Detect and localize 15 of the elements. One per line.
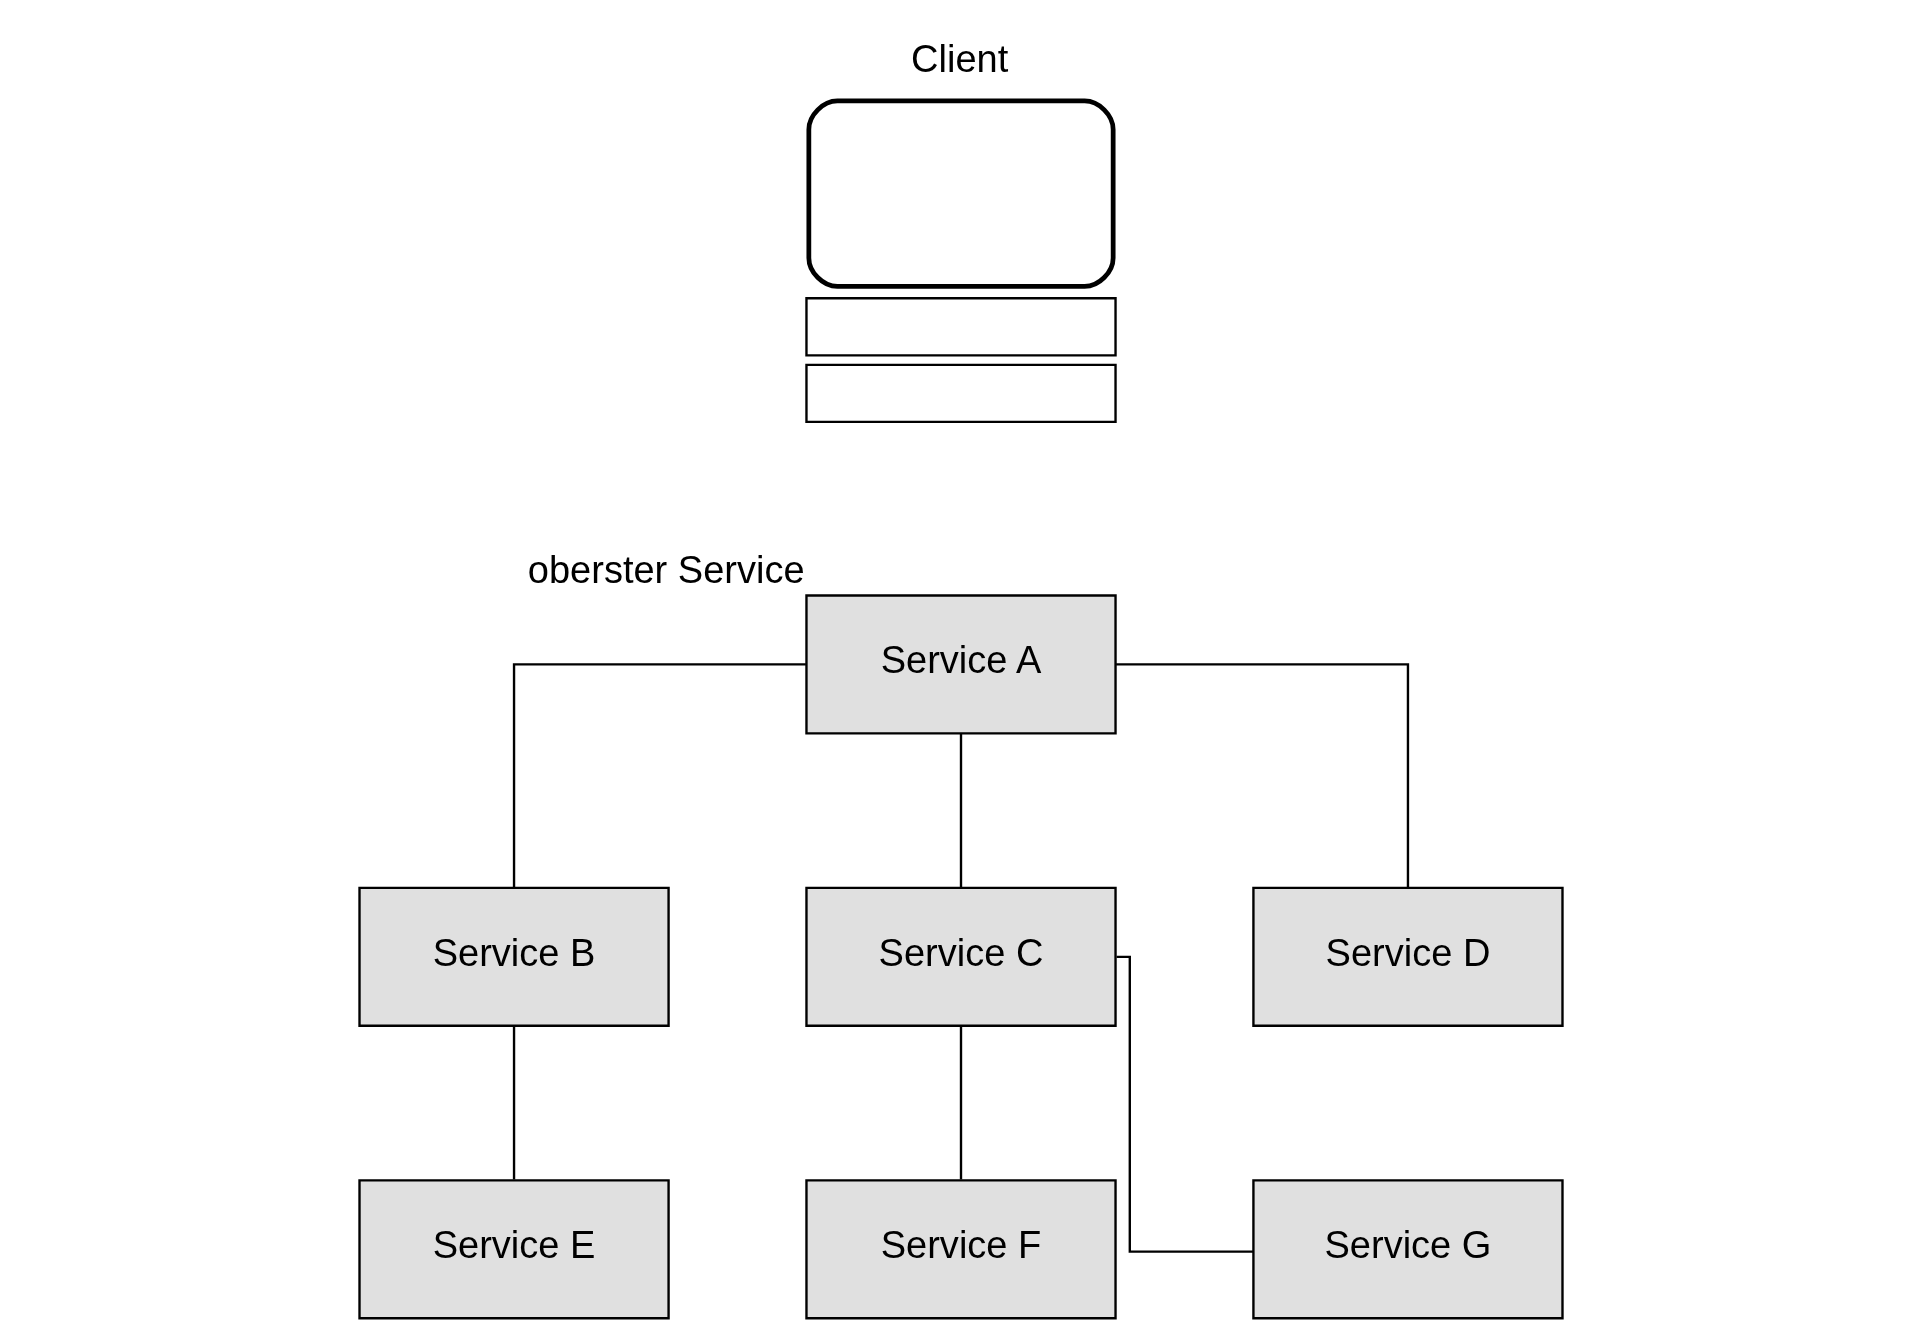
node-box: Service E <box>357 1179 670 1320</box>
node-box: Service B <box>357 886 670 1027</box>
connector <box>512 663 806 888</box>
node-box: Service G <box>1251 1179 1564 1320</box>
node-label: oberster Service <box>527 549 805 592</box>
node-label: Client <box>910 37 1008 80</box>
node-box: Service A <box>804 594 1117 735</box>
connector <box>1116 955 1253 1253</box>
node-box: Service F <box>804 1179 1117 1320</box>
node-box: Service D <box>1251 886 1564 1027</box>
connector <box>1115 663 1409 888</box>
node-box: Service C <box>804 886 1117 1027</box>
connector <box>512 1026 515 1180</box>
connector <box>959 1026 962 1180</box>
connector <box>959 733 962 888</box>
